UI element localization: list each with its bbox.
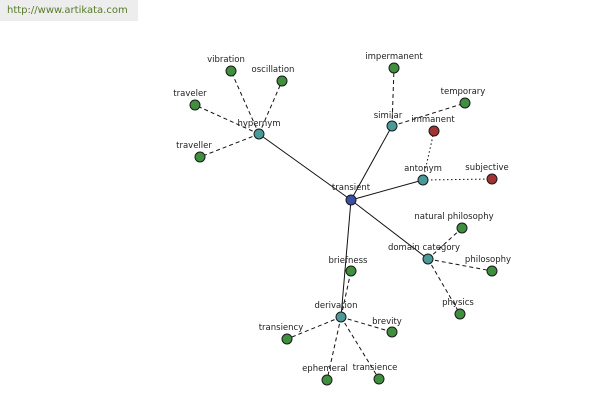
edge-similar-temporary (391, 102, 466, 127)
label-impermanent: impermanent (365, 52, 423, 62)
graph-nodes (189, 62, 498, 386)
edge-derivation-transiency (286, 316, 342, 340)
label-transience: transience (353, 363, 398, 373)
node-derivation[interactable] (335, 311, 347, 323)
label-philosophy: philosophy (465, 255, 511, 265)
label-immanent: immanent (411, 115, 455, 125)
label-similar: similar (374, 111, 403, 121)
node-transiency[interactable] (281, 333, 293, 345)
edge-derivation-ephemeral (326, 316, 342, 381)
edge-derivation-transience (340, 316, 380, 380)
node-brevity[interactable] (386, 326, 398, 338)
edge-transient-similar (350, 125, 393, 201)
edge-derivation-briefness (340, 270, 352, 318)
node-impermanent[interactable] (388, 62, 400, 74)
label-vibration: vibration (207, 55, 245, 65)
node-traveller[interactable] (194, 151, 206, 163)
node-hypernym[interactable] (253, 128, 265, 140)
label-transiency: transiency (259, 323, 304, 333)
node-antonym[interactable] (417, 174, 429, 186)
label-briefness: briefness (329, 256, 369, 266)
edge-hypernym-traveler (194, 104, 260, 135)
node-domain-category[interactable] (422, 253, 434, 265)
edge-similar-impermanent (391, 67, 395, 127)
label-derivation: derivation (314, 301, 357, 311)
edge-domain-category-philosophy (427, 258, 493, 272)
edge-derivation-brevity (340, 316, 393, 333)
label-traveller: traveller (176, 141, 212, 151)
node-temporary[interactable] (459, 97, 471, 109)
node-ephemeral[interactable] (321, 374, 333, 386)
node-immanent[interactable] (428, 125, 440, 137)
edge-transient-derivation (340, 199, 352, 318)
node-physics[interactable] (454, 308, 466, 320)
node-oscillation[interactable] (276, 75, 288, 87)
edge-hypernym-traveller (199, 133, 260, 158)
label-temporary: temporary (441, 87, 486, 97)
edge-hypernym-vibration (230, 70, 260, 135)
edge-domain-category-physics (427, 258, 461, 315)
source-link[interactable]: http://www.artikata.com (0, 0, 138, 21)
label-transient: transient (332, 183, 371, 193)
node-traveler[interactable] (189, 99, 201, 111)
node-vibration[interactable] (225, 65, 237, 77)
label-traveler: traveler (173, 89, 207, 99)
edge-antonym-subjective (422, 178, 493, 181)
edge-domain-category-natural-philosophy (427, 227, 463, 260)
label-natural-philosophy: natural philosophy (414, 212, 493, 222)
node-transient[interactable] (345, 194, 357, 206)
node-subjective[interactable] (486, 173, 498, 185)
label-antonym: antonym (404, 164, 442, 174)
node-similar[interactable] (386, 120, 398, 132)
edge-transient-domain-category (350, 199, 429, 260)
edge-antonym-immanent (422, 130, 435, 181)
label-hypernym: hypernym (237, 119, 280, 129)
label-physics: physics (442, 298, 474, 308)
node-transience[interactable] (373, 373, 385, 385)
node-briefness[interactable] (345, 265, 357, 277)
edge-transient-hypernym (258, 133, 352, 201)
label-ephemeral: ephemeral (302, 364, 348, 374)
label-subjective: subjective (465, 163, 508, 173)
node-philosophy[interactable] (486, 265, 498, 277)
node-natural-philosophy[interactable] (456, 222, 468, 234)
graph-labels: transient hypernym similar antonym domain ca… (173, 52, 511, 374)
label-oscillation: oscillation (252, 65, 295, 75)
graph-edges (194, 67, 493, 381)
label-domain-category: domain category (388, 243, 460, 253)
edge-hypernym-oscillation (258, 80, 283, 135)
edge-transient-antonym (350, 179, 424, 201)
label-brevity: brevity (372, 317, 402, 327)
